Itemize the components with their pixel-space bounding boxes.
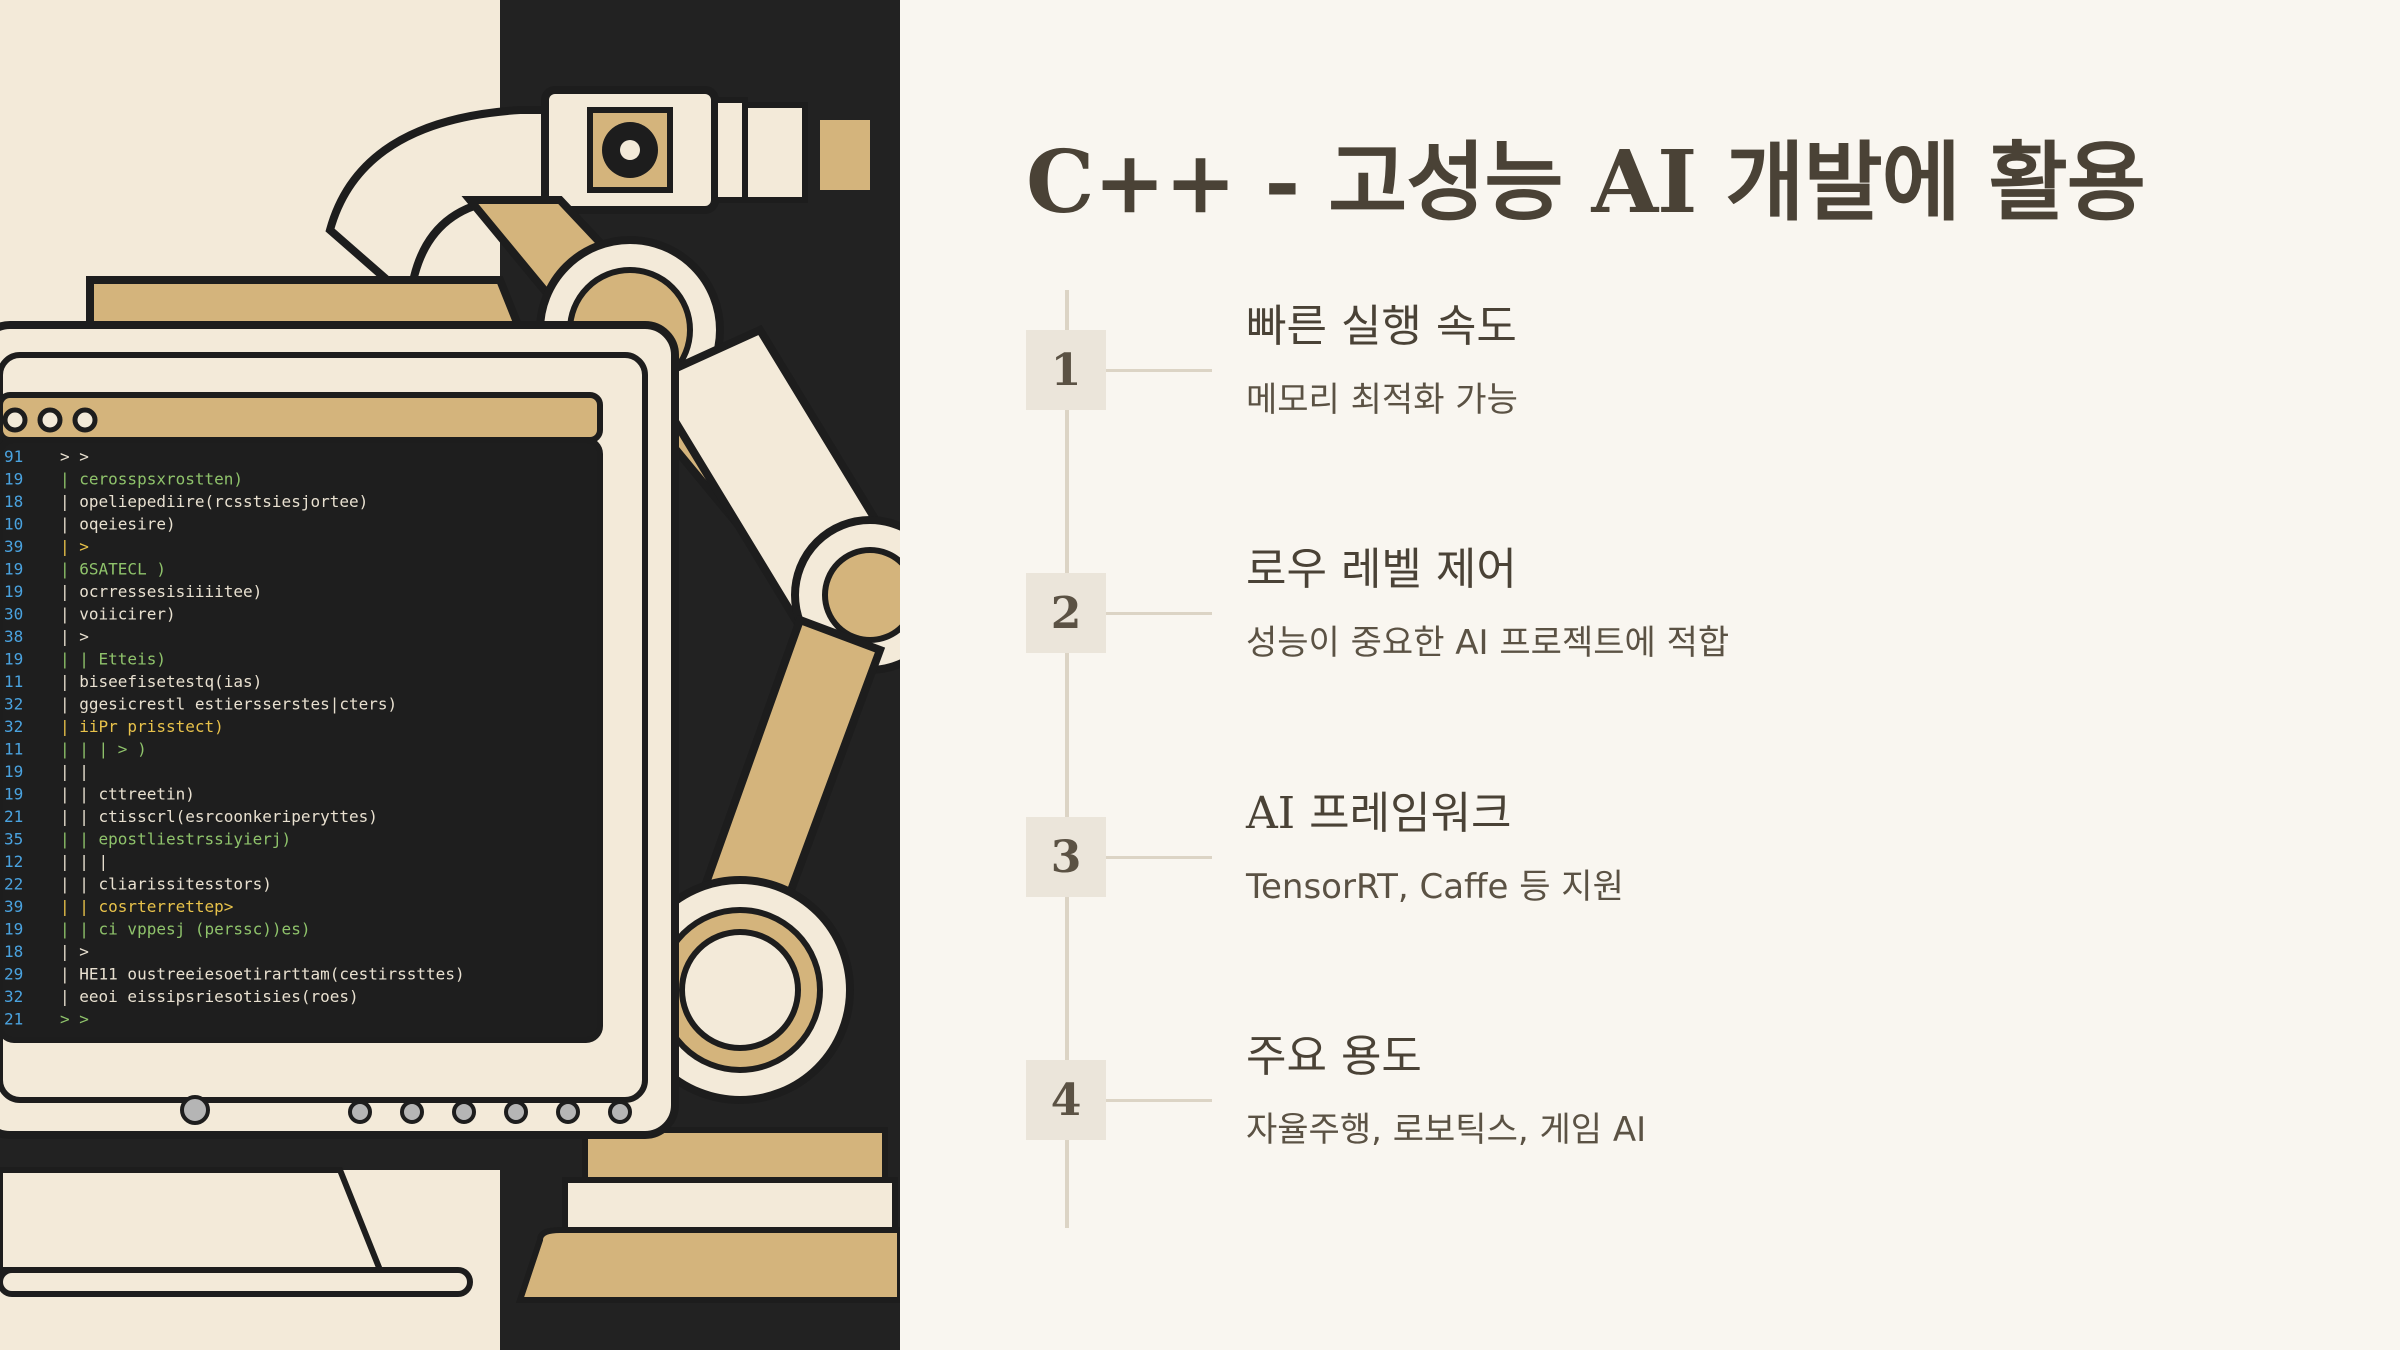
code-line-text: | ggesicrestl estiersserstes|cters) bbox=[60, 695, 397, 714]
code-line-text: | > bbox=[60, 942, 89, 961]
code-line-number: 18 bbox=[4, 942, 23, 961]
code-line-number: 21 bbox=[4, 1010, 23, 1029]
slide-title: C++ - 고성능 AI 개발에 활용 bbox=[1026, 132, 2146, 233]
code-line-text: | > bbox=[60, 537, 89, 556]
code-line-text: | | bbox=[60, 762, 89, 781]
code-lines: 91 > > 19 | cerosspsxrostten) 18 | opeliepedi… bbox=[4, 447, 465, 1029]
slide-content: C++ - 고성능 AI 개발에 활용 1 빠른 실행 속도 메모리 최적화 가… bbox=[900, 0, 2400, 1350]
code-line-number: 35 bbox=[4, 830, 23, 849]
step-item-3: 3 AI 프레임워크 TensorRT, Caffe 등 지원 bbox=[1026, 777, 2326, 927]
code-line-number: 19 bbox=[4, 582, 23, 601]
code-line-number: 19 bbox=[4, 785, 23, 804]
code-line-text: | eeoi eissipsriesotisies(roes) bbox=[60, 987, 359, 1006]
step-connector bbox=[1106, 856, 1212, 859]
code-line-number: 21 bbox=[4, 807, 23, 826]
code-line-text: | | | > ) bbox=[60, 740, 147, 759]
step-connector bbox=[1106, 369, 1212, 372]
step-title: 주요 용도 bbox=[1246, 1031, 1422, 1082]
step-number: 4 bbox=[1026, 1060, 1106, 1140]
step-description: 메모리 최적화 가능 bbox=[1246, 380, 1518, 420]
code-line-text: | HE11 oustreeiesoetirarttam(cestirsstte… bbox=[60, 965, 465, 984]
code-line-number: 11 bbox=[4, 672, 23, 691]
step-number: 3 bbox=[1026, 817, 1106, 897]
code-line-number: 19 bbox=[4, 650, 23, 669]
step-item-2: 2 로우 레벨 제어 성능이 중요한 AI 프로젝트에 적합 bbox=[1026, 533, 2326, 683]
code-line-number: 10 bbox=[4, 515, 23, 534]
step-connector bbox=[1106, 1099, 1212, 1102]
code-line-text: | | Etteis) bbox=[60, 650, 166, 669]
code-line-text: | | | bbox=[60, 852, 108, 871]
code-line-number: 30 bbox=[4, 605, 23, 624]
code-line-number: 39 bbox=[4, 537, 23, 556]
code-line-text: | | cliarissitesstors) bbox=[60, 875, 272, 894]
code-line-text: | > bbox=[60, 627, 89, 646]
code-line-text: | iiPr prisstect) bbox=[60, 717, 224, 736]
code-line-text: | biseefisetestq(ias) bbox=[60, 672, 262, 691]
code-line-number: 22 bbox=[4, 875, 23, 894]
code-line-number: 19 bbox=[4, 470, 23, 489]
step-connector bbox=[1106, 612, 1212, 615]
step-description: 자율주행, 로보틱스, 게임 AI bbox=[1246, 1110, 1647, 1150]
robot-arm-illustration: 91 > > 19 | cerosspsxrostten) 18 | opeliepedi… bbox=[0, 0, 900, 1350]
step-item-1: 1 빠른 실행 속도 메모리 최적화 가능 bbox=[1026, 290, 2326, 440]
code-line-text: | | cttreetin) bbox=[60, 785, 195, 804]
code-line-number: 12 bbox=[4, 852, 23, 871]
step-description: 성능이 중요한 AI 프로젝트에 적합 bbox=[1246, 623, 1730, 663]
code-line-number: 11 bbox=[4, 740, 23, 759]
robot-arm-monitor-icon: 91 > > 19 | cerosspsxrostten) 18 | opeliepedi… bbox=[0, 0, 900, 1350]
code-line-number: 39 bbox=[4, 897, 23, 916]
code-line-text: | 6SATECL ) bbox=[60, 560, 166, 579]
code-line-text: | oqeiesire) bbox=[60, 515, 176, 534]
step-description: TensorRT, Caffe 등 지원 bbox=[1246, 867, 1624, 907]
code-line-number: 38 bbox=[4, 627, 23, 646]
code-line-number: 19 bbox=[4, 920, 23, 939]
step-title: 로우 레벨 제어 bbox=[1246, 544, 1517, 595]
code-line-text: | | cosrterrettep> bbox=[60, 897, 233, 916]
code-line-number: 91 bbox=[4, 447, 23, 466]
code-line-text: | opeliepediire(rcsstsiesjortee) bbox=[60, 492, 368, 511]
code-line-text: | voiicirer) bbox=[60, 605, 176, 624]
code-line-number: 32 bbox=[4, 695, 23, 714]
step-number: 1 bbox=[1026, 330, 1106, 410]
step-title: AI 프레임워크 bbox=[1246, 788, 1512, 839]
step-title: 빠른 실행 속도 bbox=[1246, 301, 1517, 352]
code-line-text: | | ci vppesj (perssc))es) bbox=[60, 920, 310, 939]
code-line-number: 19 bbox=[4, 762, 23, 781]
step-item-4: 4 주요 용도 자율주행, 로보틱스, 게임 AI bbox=[1026, 1020, 2326, 1170]
code-line-text: > > bbox=[60, 1010, 89, 1029]
code-line-text: | | epostliestrssiyierj) bbox=[60, 830, 291, 849]
code-line-text: > > bbox=[60, 447, 89, 466]
code-line-number: 18 bbox=[4, 492, 23, 511]
code-line-text: | ocrressesisiiiitee) bbox=[60, 582, 262, 601]
code-line-number: 19 bbox=[4, 560, 23, 579]
code-line-number: 32 bbox=[4, 717, 23, 736]
timeline-line bbox=[1065, 290, 1069, 1228]
code-line-text: | | ctisscrl(esrcoonkeriperyttes) bbox=[60, 807, 378, 826]
code-line-text: | cerosspsxrostten) bbox=[60, 470, 243, 489]
code-line-number: 29 bbox=[4, 965, 23, 984]
step-number: 2 bbox=[1026, 573, 1106, 653]
code-line-number: 32 bbox=[4, 987, 23, 1006]
